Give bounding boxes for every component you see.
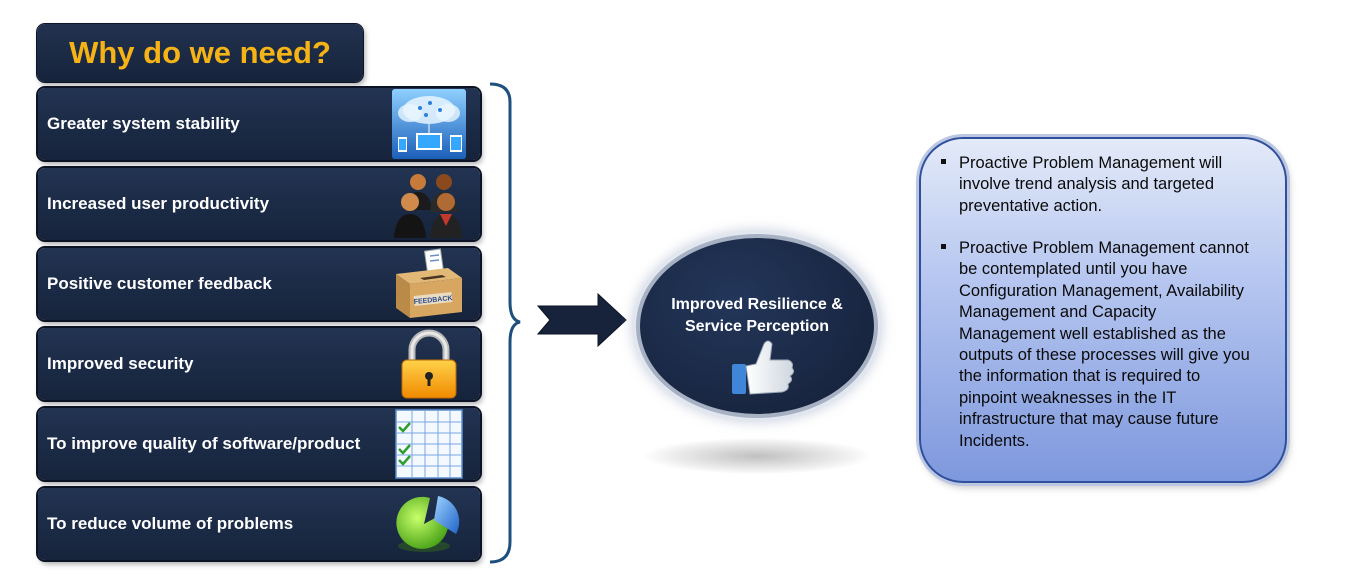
info-bullet-text: Proactive Problem Management will involv… <box>959 154 1223 215</box>
padlock-icon <box>401 329 457 399</box>
reason-item-problems: To reduce volume of problems <box>38 488 480 560</box>
info-bullet: Proactive Problem Management will involv… <box>941 153 1253 217</box>
info-bullet: Proactive Problem Management cannot be c… <box>941 238 1253 452</box>
grouping-bracket <box>489 82 521 564</box>
cloud-network-icon <box>392 89 466 159</box>
reason-item-feedback: Positive customer feedback FEEDBACK <box>38 248 480 320</box>
info-panel: Proactive Problem Management will involv… <box>919 137 1287 483</box>
people-meeting-icon <box>394 174 462 238</box>
info-bullet-text: Proactive Problem Management cannot be c… <box>959 239 1250 450</box>
reason-item-quality: To improve quality of software/product <box>38 408 480 480</box>
reason-label: Positive customer feedback <box>47 274 272 293</box>
svg-text:FEEDBACK: FEEDBACK <box>413 295 452 306</box>
pie-chart-icon <box>396 496 460 552</box>
result-text: Improved Resilience & Service Perception <box>640 294 874 338</box>
reason-item-productivity: Increased user productivity <box>38 168 480 240</box>
right-arrow-icon <box>536 292 627 348</box>
reason-label: To reduce volume of problems <box>47 514 294 533</box>
bullet-marker <box>941 244 946 249</box>
thumbs-up-icon <box>732 340 795 395</box>
feedback-box-icon: FEEDBACK <box>396 248 462 318</box>
reason-label: To improve quality of software/product <box>47 434 361 453</box>
bullet-marker <box>941 159 946 164</box>
title-text: Why do we need? <box>69 35 331 70</box>
result-ellipse: Improved Resilience & Service Perception <box>640 238 874 414</box>
reason-label: Greater system stability <box>47 114 240 133</box>
reason-label: Increased user productivity <box>47 194 270 213</box>
reason-item-stability: Greater system stability <box>38 88 480 160</box>
ellipse-shadow <box>645 438 870 474</box>
checklist-icon <box>395 409 463 479</box>
result-line-1: Improved Resilience & <box>671 296 843 313</box>
result-line-2: Service Perception <box>684 318 830 335</box>
reason-label: Improved security <box>47 354 194 373</box>
reason-item-security: Improved security <box>38 328 480 400</box>
title-banner: Why do we need? <box>37 24 363 82</box>
